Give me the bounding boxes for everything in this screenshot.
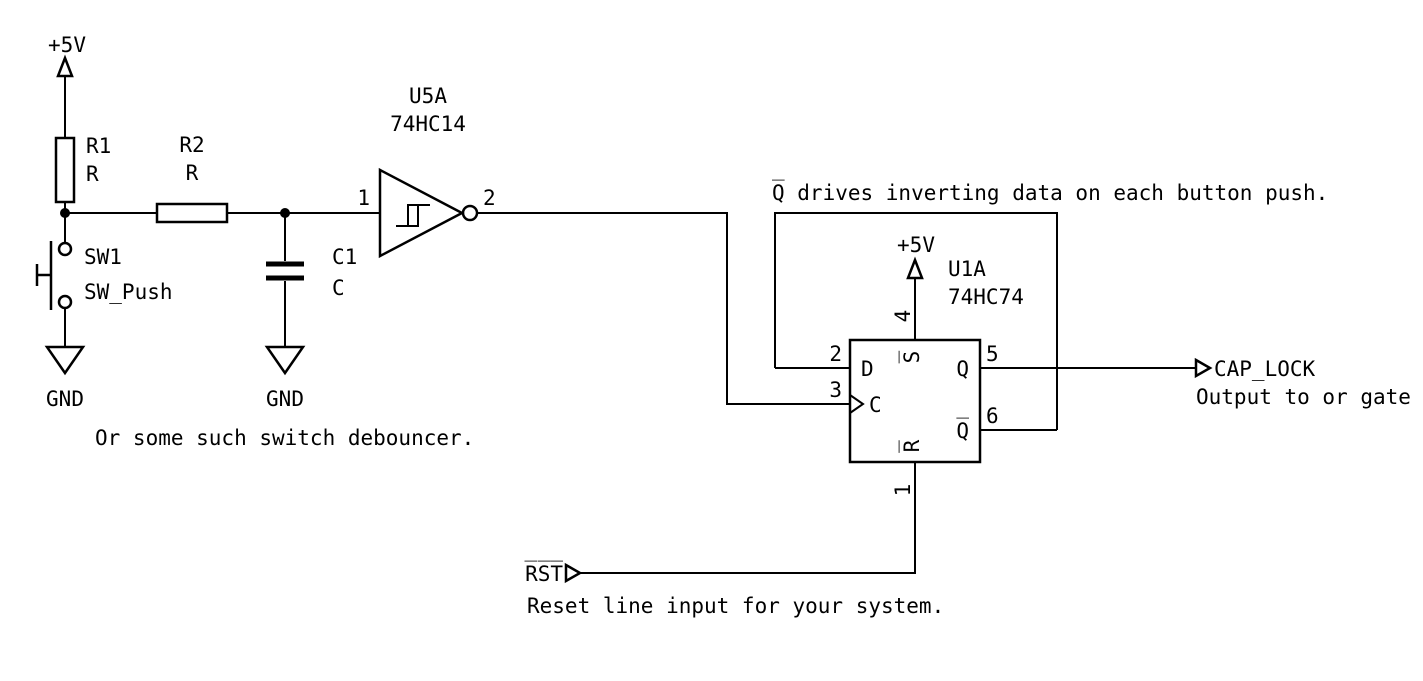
switch-sw1: SW1 SW_Push (35, 213, 173, 347)
wire-inverter-to-clock (477, 212, 850, 405)
wire-segment (774, 212, 1058, 430)
u5a-ref-label: U5A (409, 84, 447, 108)
gnd-flag-cap: GND (264, 345, 306, 411)
note-text: Reset line input for your system. (527, 594, 944, 618)
gnd-label: GND (46, 387, 84, 411)
resistor-r1: R1 R (54, 134, 111, 213)
wire-segment (580, 512, 916, 574)
inverter-triangle (378, 167, 465, 259)
c1-value-label: C (332, 276, 345, 300)
inverter-u5a: U5A 74HC14 1 2 (357, 84, 496, 259)
note-text: Q̅ drives inverting data on each button … (772, 180, 1328, 205)
u1a-pin-s-name: S̅ (899, 350, 924, 363)
net-label-rst: R̅S̅T̅ (525, 512, 916, 586)
u1a-value-label: 74HC74 (948, 285, 1024, 309)
label-arrow-icon (564, 562, 583, 584)
note-debouncer: Or some such switch debouncer. (95, 426, 474, 450)
wire-debounce-rail (60, 208, 380, 218)
u1a-pin2-number: 2 (829, 342, 842, 366)
u1a-pin-c-name: C (869, 393, 882, 417)
u1a-pin-d-name: D (861, 357, 874, 381)
flipflop-u1a: U1A 74HC74 2 D 3 C 4 S̅ 1 R̅ 5 Q 6 Q̅ (775, 257, 1196, 512)
u5a-pin1-number: 1 (357, 186, 370, 210)
note-text: Output to or gate (1196, 385, 1411, 409)
switch-contact (57, 294, 73, 310)
r1-ref-label: R1 (86, 134, 111, 158)
u1a-pin-qbar-name: Q̅ (956, 418, 969, 443)
inversion-bubble (461, 204, 479, 222)
resistor-r2: R2 R (155, 133, 229, 224)
label-arrow-icon (1194, 357, 1213, 379)
u5a-pin2-number: 2 (483, 186, 496, 210)
cap-lock-label: CAP_LOCK (1214, 357, 1316, 381)
clock-edge-mark (849, 394, 865, 414)
u1a-ref-label: U1A (948, 257, 986, 281)
gnd-label: GND (266, 387, 304, 411)
r2-value-label: R (186, 161, 199, 185)
u1a-pin3-number: 3 (829, 378, 842, 402)
c1-ref-label: C1 (332, 245, 357, 269)
wire-segment (477, 212, 850, 405)
schmitt-hysteresis-icon (396, 205, 419, 227)
power-arrow-icon (56, 54, 74, 78)
u1a-pin5-number: 5 (986, 342, 999, 366)
r2-ref-label: R2 (179, 133, 204, 157)
power-flag-vcc-switch: +5V (48, 33, 86, 138)
rst-label: R̅S̅T̅ (525, 561, 564, 586)
u1a-pin6-number: 6 (986, 404, 999, 428)
note-output: Output to or gate (1196, 385, 1411, 409)
u5a-value-label: 74HC14 (390, 112, 466, 136)
sw1-ref-label: SW1 (84, 245, 122, 269)
power-arrow-icon (906, 256, 924, 280)
schmitt-hysteresis-icon (407, 204, 430, 226)
vcc-label: +5V (897, 233, 935, 257)
u1a-pin-r-name: R̅ (899, 439, 924, 453)
vcc-label: +5V (48, 33, 86, 57)
r1-value-label: R (86, 162, 99, 186)
note-reset: Reset line input for your system. (527, 594, 944, 618)
capacitor-c1: C1 C (266, 213, 357, 347)
net-label-cap-lock: CAP_LOCK (1194, 357, 1316, 381)
u1a-pin1-number: 1 (891, 484, 915, 497)
u1a-pin-q-name: Q (956, 357, 969, 381)
resistor-body (155, 202, 229, 224)
gnd-triangle-icon (264, 345, 306, 376)
power-flag-vcc-ff: +5V (897, 233, 935, 292)
note-qbar-behavior: Q̅ drives inverting data on each button … (772, 180, 1328, 205)
resistor-body (54, 136, 76, 204)
sw1-value-label: SW_Push (84, 280, 173, 304)
switch-contact (57, 241, 73, 257)
note-text: Or some such switch debouncer. (95, 426, 474, 450)
gnd-flag-switch: GND (44, 345, 86, 411)
gnd-triangle-icon (44, 345, 86, 376)
wire-qbar-feedback (774, 212, 1058, 430)
u1a-pin4-number: 4 (891, 310, 915, 323)
